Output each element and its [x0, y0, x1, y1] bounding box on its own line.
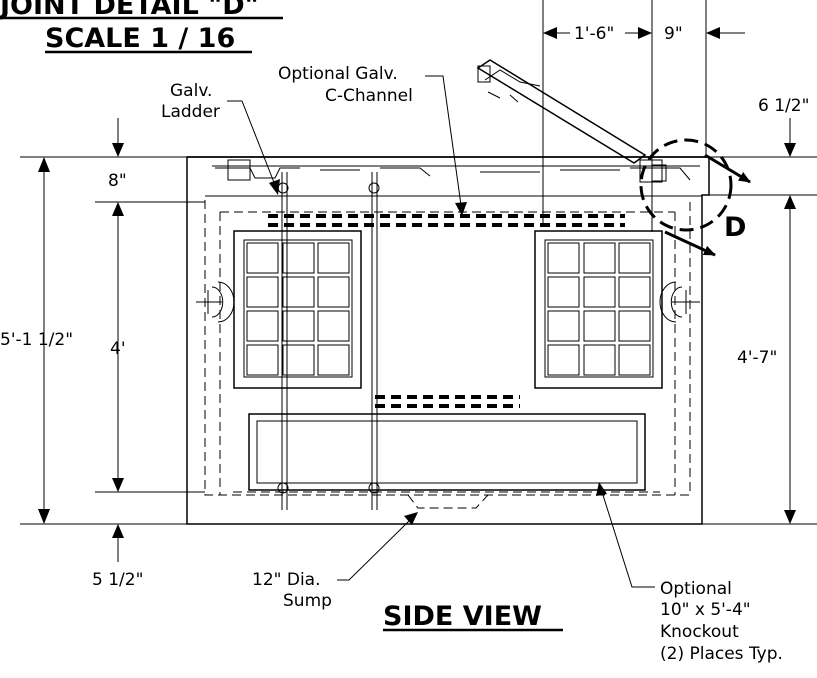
- knockout-label-line3: Knockout: [660, 622, 739, 642]
- left-pipe-knockout: [196, 281, 235, 323]
- knockout-label-line1: Optional: [660, 579, 732, 599]
- ladder-label-line1: Galv.: [170, 81, 212, 101]
- channel-label-line1: Optional Galv.: [278, 64, 398, 84]
- open-lid: [476, 59, 647, 164]
- leader-lines: [227, 75, 655, 588]
- knockout-label-line2: 10" x 5'-4": [660, 600, 751, 620]
- side-view-title: SIDE VIEW: [383, 601, 542, 632]
- detail-d-marker: [639, 138, 751, 257]
- dim-top-slab: 8": [108, 171, 127, 191]
- dimension-lines: [20, 0, 817, 562]
- dim-right-height: 4'-7": [737, 348, 777, 368]
- right-pipe-knockout: [659, 281, 700, 323]
- dim-overall-height: 5'-1 1/2": [0, 330, 73, 350]
- sump-label-line2: Sump: [283, 591, 332, 611]
- dim-lid-thickness: 6 1/2": [758, 96, 809, 116]
- ladder-label-line2: Ladder: [161, 102, 220, 122]
- dim-inner-height: 4': [110, 339, 126, 359]
- knockout-label-line4: (2) Places Typ.: [660, 644, 783, 664]
- channel-label-line2: C-Channel: [325, 86, 413, 106]
- right-knockout-window: [534, 230, 663, 389]
- dim-lid-edge: 9": [664, 24, 683, 44]
- joint-detail-title: JOINT DETAIL "D": [0, 0, 259, 21]
- scale-title: SCALE 1 / 16: [45, 23, 235, 54]
- detail-d-label: D: [724, 212, 746, 243]
- dim-lid-gap: 1'-6": [574, 24, 614, 44]
- dim-bottom-slab: 5 1/2": [92, 570, 143, 590]
- sump-label-line1: 12" Dia.: [252, 570, 321, 590]
- bottom-knockout: [248, 413, 646, 491]
- left-knockout-window: [233, 230, 362, 389]
